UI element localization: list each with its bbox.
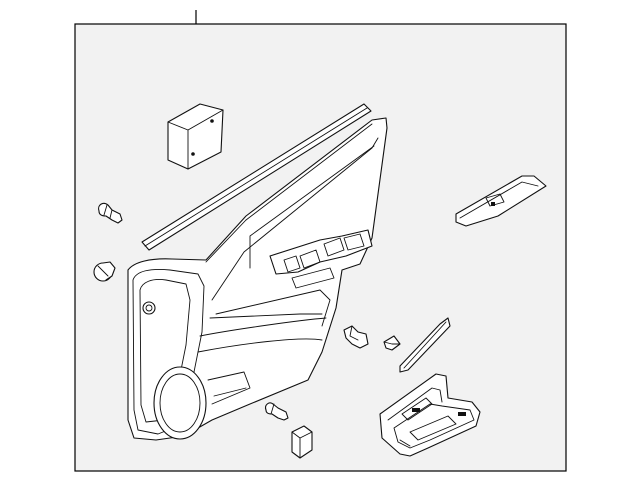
- trim-clip-lower-icon: [93, 261, 116, 282]
- cap-icon: [291, 425, 313, 459]
- trim-clip-upper-icon: [98, 202, 123, 224]
- beltline-weatherstrip-icon: [141, 103, 372, 251]
- trim-strip-icon: [399, 317, 451, 373]
- door-trim-panel-icon: [127, 117, 388, 441]
- small-clip-icon: [383, 335, 401, 351]
- armrest-switch-panel-icon: [379, 373, 481, 457]
- insulator-pad-icon: [167, 103, 224, 170]
- window-switch-bezel-icon: [455, 175, 547, 227]
- push-clip-icon: [343, 325, 369, 349]
- screw-icon: [265, 402, 289, 421]
